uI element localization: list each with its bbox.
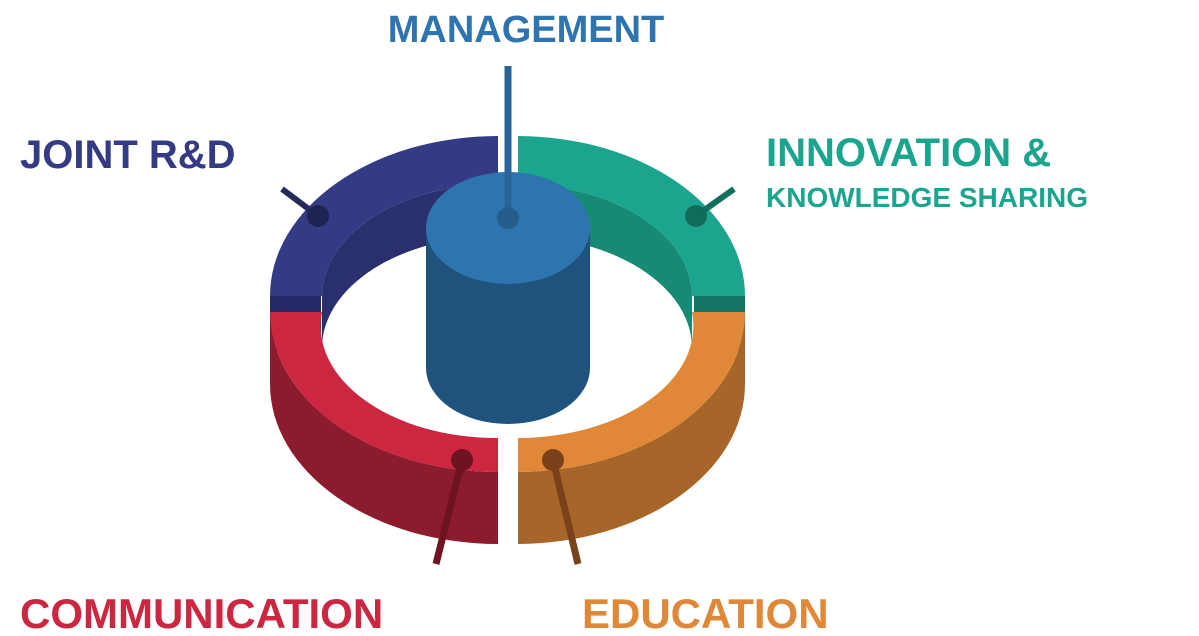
label-innovation-line1: INNOVATION & bbox=[766, 131, 1051, 175]
label-communication: COMMUNICATION bbox=[20, 590, 383, 636]
label-management: MANAGEMENT bbox=[388, 9, 665, 51]
label-innovation-line2: KNOWLEDGE SHARING bbox=[766, 182, 1088, 213]
segment-communication bbox=[270, 312, 498, 544]
connector-joint-rd bbox=[280, 186, 329, 227]
segment-education bbox=[518, 312, 745, 544]
connector-innovation bbox=[685, 186, 736, 227]
connector-education bbox=[542, 449, 582, 565]
connector-management bbox=[497, 66, 519, 229]
connector-communication bbox=[432, 449, 473, 565]
label-joint-rd: JOINT R&D bbox=[20, 133, 236, 177]
label-education: EDUCATION bbox=[582, 590, 829, 636]
